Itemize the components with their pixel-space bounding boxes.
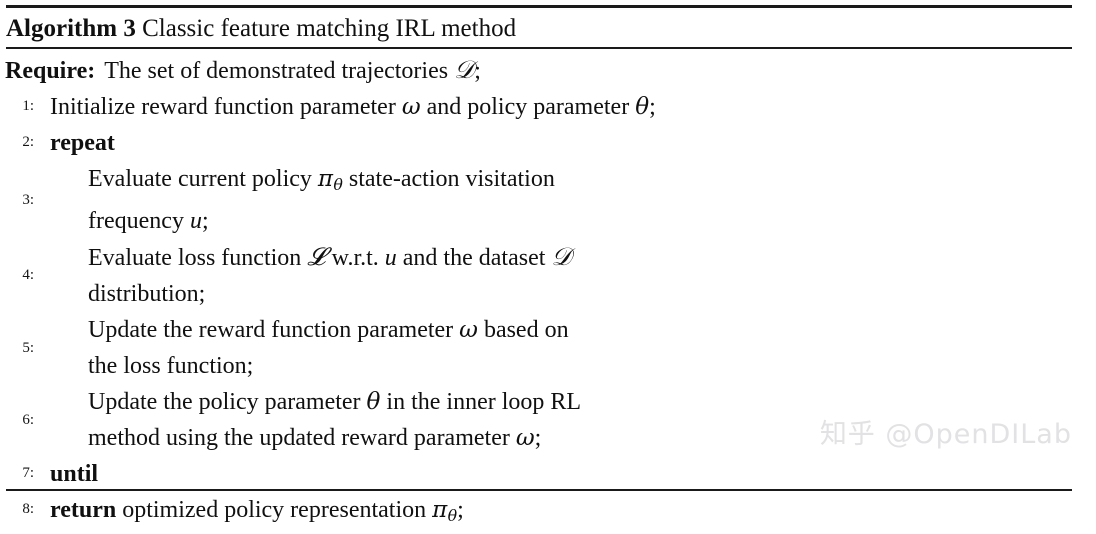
step-text: repeat	[0, 125, 1096, 161]
algorithm-title: Algorithm 3 Classic feature matching IRL…	[6, 12, 516, 46]
algorithm-steps: 1:Initialize reward function parameter ω…	[0, 89, 1096, 534]
algorithm-require-line: Require:The set of demonstrated trajecto…	[0, 52, 1096, 89]
token-greek-symbol: ω	[459, 316, 478, 343]
watermark: 知乎 @OpenDILab	[819, 419, 1072, 450]
step-text: Evaluate loss function 𝓛 w.r.t. u and th…	[0, 239, 1096, 312]
algorithm-body: Require:The set of demonstrated trajecto…	[0, 52, 1096, 534]
token-greek-symbol: θ	[366, 388, 381, 415]
token-text: Initialize reward function parameter	[50, 94, 402, 120]
require-keyword: Require:	[5, 58, 96, 84]
token-greek-symbol: π	[317, 166, 334, 192]
step-text-line: Update the policy parameter θ in the inn…	[88, 384, 1096, 420]
token-text: Evaluate loss function	[88, 244, 308, 271]
algorithm-title-rule	[6, 47, 1072, 49]
algorithm-title-keyword: Algorithm	[6, 15, 118, 42]
step-text: Update the policy parameter θ in the inn…	[0, 384, 1096, 456]
token-text: the loss function;	[88, 352, 254, 379]
step-text-line: Update the reward function parameter ω b…	[88, 312, 1096, 348]
require-text-before: The set of demonstrated trajectories	[104, 58, 455, 84]
token-text: Evaluate current policy	[88, 166, 318, 192]
token-greek-symbol: π	[432, 496, 448, 523]
algorithm-step: 6: Update the policy parameter θ in the i…	[0, 384, 1096, 456]
step-number: 7:	[22, 464, 34, 481]
token-greek-symbol: ω	[401, 94, 421, 120]
token-variable: u	[189, 207, 202, 234]
token-text: and policy parameter	[420, 94, 636, 120]
algorithm-step: 8:return optimized policy representation…	[0, 492, 1096, 534]
token-text: distribution;	[88, 280, 206, 307]
token-calligraphic-symbol: 𝒟	[551, 241, 572, 271]
algorithm-step: 2: repeat	[0, 125, 1096, 161]
require-dataset-symbol: 𝒟	[454, 55, 475, 84]
step-text-line: method using the updated reward paramete…	[88, 420, 1096, 456]
require-text: The set of demonstrated trajectories 𝒟;	[95, 55, 481, 84]
step-number: 4:	[22, 267, 34, 284]
algorithm-figure: Algorithm 3 Classic feature matching IRL…	[5, 5, 1072, 525]
token-greek-symbol: θ	[635, 94, 650, 120]
require-text-after: ;	[474, 58, 481, 84]
step-text-line: frequency u;	[88, 203, 1096, 239]
token-keyword: repeat	[50, 130, 115, 156]
step-number: 8:	[22, 500, 34, 517]
token-text: in the inner loop RL	[380, 388, 582, 415]
algorithm-bottom-rule	[6, 489, 1072, 491]
token-text: ;	[649, 94, 656, 120]
step-text: return optimized policy representation π…	[0, 492, 1096, 534]
step-text: until	[0, 456, 1096, 492]
algorithm-title-caption: Classic feature matching IRL method	[142, 15, 517, 42]
token-keyword: until	[50, 460, 99, 487]
token-text: w.r.t.	[325, 244, 385, 271]
token-subscript: θ	[447, 505, 458, 525]
algorithm-step: 1:Initialize reward function parameter ω…	[0, 89, 1096, 125]
token-text: and the dataset	[396, 244, 552, 271]
algorithm-step: 3: Evaluate current policy πθ state-actio…	[0, 161, 1096, 239]
token-text: ;	[534, 424, 542, 451]
token-text: Update the reward function parameter	[88, 316, 460, 343]
step-text-line: Evaluate current policy πθ state-action …	[88, 161, 1096, 203]
algorithm-title-number: 3	[123, 15, 136, 42]
token-subscript: θ	[333, 174, 343, 194]
token-text: method using the updated reward paramete…	[88, 424, 516, 451]
algorithm-step: 7: until	[0, 456, 1096, 492]
step-text-line: the loss function;	[88, 348, 1096, 384]
token-greek-symbol: ω	[515, 424, 535, 451]
token-text: ;	[201, 207, 209, 234]
token-calligraphic-symbol: 𝓛	[307, 241, 326, 271]
algorithm-step: 4: Evaluate loss function 𝓛 w.r.t. u and …	[0, 239, 1096, 312]
step-text: Evaluate current policy πθ state-action …	[0, 161, 1096, 239]
token-text: Update the policy parameter	[88, 388, 367, 415]
step-text-line: Evaluate loss function 𝓛 w.r.t. u and th…	[88, 239, 1096, 276]
token-variable: u	[384, 244, 397, 271]
step-text: Update the reward function parameter ω b…	[0, 312, 1096, 384]
step-text-line: distribution;	[88, 276, 1096, 312]
algorithm-step: 5: Update the reward function parameter ω…	[0, 312, 1096, 384]
token-text: state-action visitation	[342, 166, 555, 192]
token-text: ;	[457, 496, 464, 523]
token-keyword: return	[50, 496, 117, 523]
step-number: 1:	[22, 98, 34, 114]
step-number: 5:	[22, 339, 34, 356]
algorithm-top-rule	[6, 5, 1072, 8]
step-number: 6:	[22, 411, 34, 428]
token-text: optimized policy representation	[116, 496, 433, 523]
token-text: based on	[477, 316, 569, 343]
step-text: Initialize reward function parameter ω a…	[0, 89, 1096, 125]
step-number: 2:	[22, 134, 34, 150]
token-text: frequency	[88, 207, 190, 234]
step-number: 3:	[22, 191, 34, 208]
